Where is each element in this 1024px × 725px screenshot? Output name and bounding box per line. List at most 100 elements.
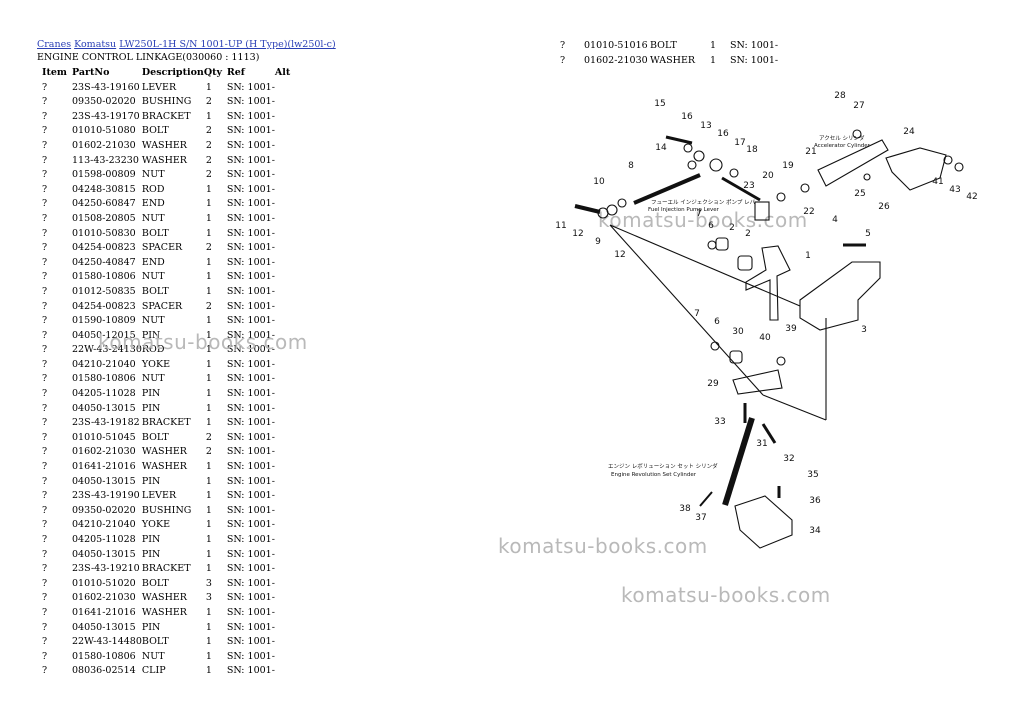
callout-number: 2 — [745, 229, 751, 239]
cell-partno: 01598-00809 — [72, 169, 136, 181]
cell-item: ? — [42, 256, 48, 268]
cell-ref: SN: 1001- — [226, 461, 275, 473]
washer-part — [729, 168, 739, 178]
cell-partno: 23S-43-19160 — [72, 81, 140, 93]
cell-alt — [275, 664, 295, 679]
cell-item: ? — [42, 504, 48, 516]
cell-ref: SN: 1001- — [226, 212, 275, 224]
cell-item: ? — [560, 54, 566, 66]
washer-part — [800, 183, 810, 193]
cell-description: SPACER — [141, 300, 183, 312]
cell-ref: SN: 1001- — [226, 504, 275, 516]
cell-qty: 1 — [205, 475, 212, 487]
callout-number: 5 — [865, 229, 871, 239]
cell-qty: 2 — [205, 431, 212, 443]
callout-number: 32 — [783, 454, 794, 464]
cell-description: PIN — [141, 329, 161, 341]
bushing-part — [729, 350, 743, 364]
cell-alt — [275, 110, 295, 125]
cell-alt — [275, 504, 295, 519]
cell-ref: SN: 1001- — [226, 110, 275, 122]
callout-number: 36 — [809, 496, 821, 506]
cell-ref: SN: 1001- — [226, 139, 275, 151]
washer-part — [683, 143, 693, 153]
cell-qty: 1 — [710, 54, 717, 66]
cell-qty: 3 — [205, 577, 212, 589]
callout-number: 20 — [762, 171, 774, 181]
header-ref: Ref — [226, 67, 245, 78]
callout-number: 27 — [853, 101, 864, 111]
cell-description: BRACKET — [141, 417, 191, 429]
leader-line — [609, 224, 801, 307]
spacer-part — [754, 201, 770, 221]
callout-number: 24 — [903, 127, 915, 137]
cylinder-part — [817, 139, 889, 187]
callout-number: 1 — [805, 251, 811, 261]
washer-part — [693, 150, 705, 162]
callout-number: 3 — [861, 325, 867, 335]
cell-qty: 1 — [205, 461, 212, 473]
callout-number: 12 — [614, 250, 625, 260]
cell-item: ? — [42, 212, 48, 224]
cell-description: PIN — [141, 475, 161, 487]
table-header-row: Item PartNo Description Qty Ref Alt — [37, 66, 295, 81]
cell-partno: 04050-13015 — [72, 475, 136, 487]
cell-alt — [275, 227, 295, 242]
cell-alt — [275, 154, 295, 169]
link-model[interactable]: LW250L-1H S/N 1001-UP (H Type)(lw250l-c) — [119, 39, 336, 50]
cell-partno: 04254-00823 — [72, 300, 136, 312]
callout-number: 42 — [966, 192, 977, 202]
watermark: komatsu-books.com — [621, 583, 831, 607]
watermark: komatsu-books.com — [598, 208, 808, 232]
cell-alt — [275, 95, 295, 110]
cell-ref: SN: 1001- — [226, 329, 275, 341]
cell-partno: 01602-21030 — [584, 54, 648, 66]
cell-item: ? — [42, 490, 48, 502]
cell-partno: 23S-43-19190 — [72, 490, 140, 502]
cell-qty: 1 — [205, 636, 212, 648]
cell-alt — [275, 387, 295, 402]
link-komatsu[interactable]: Komatsu — [74, 39, 117, 50]
cell-alt — [275, 431, 295, 446]
leader-line — [762, 394, 827, 421]
cell-description: BOLT — [141, 227, 169, 239]
bushing-part — [737, 255, 753, 271]
bolt-part — [574, 204, 601, 214]
accelerator-cylinder-label: Accelerator Cylinder — [814, 143, 871, 149]
cell-description: NUT — [141, 650, 165, 662]
cell-alt — [275, 591, 295, 606]
cell-description: BUSHING — [141, 504, 192, 516]
callout-number: 18 — [746, 145, 758, 155]
cell-item: ? — [42, 198, 48, 210]
cell-item: ? — [42, 577, 48, 589]
cell-qty: 1 — [205, 285, 212, 297]
washer-part — [710, 341, 720, 351]
cell-item: ? — [42, 154, 48, 166]
link-cranes[interactable]: Cranes — [37, 39, 72, 50]
cell-alt — [275, 518, 295, 533]
header-item: Item — [42, 67, 67, 78]
cell-item: ? — [42, 227, 48, 239]
cell-ref: SN: 1001- — [226, 417, 275, 429]
cell-item: ? — [42, 461, 48, 473]
cell-description: BOLT — [650, 40, 677, 51]
cell-ref: SN: 1001- — [226, 402, 275, 414]
callout-number: 26 — [878, 202, 890, 212]
engine-revolution-cylinder-label: Engine Revolution Set Cylinder — [611, 472, 697, 478]
callout-number: 16 — [681, 112, 693, 122]
cell-qty: 1 — [205, 329, 212, 341]
cell-description: SPACER — [141, 242, 183, 254]
cell-item: ? — [560, 40, 566, 51]
cell-description: NUT — [141, 212, 165, 224]
